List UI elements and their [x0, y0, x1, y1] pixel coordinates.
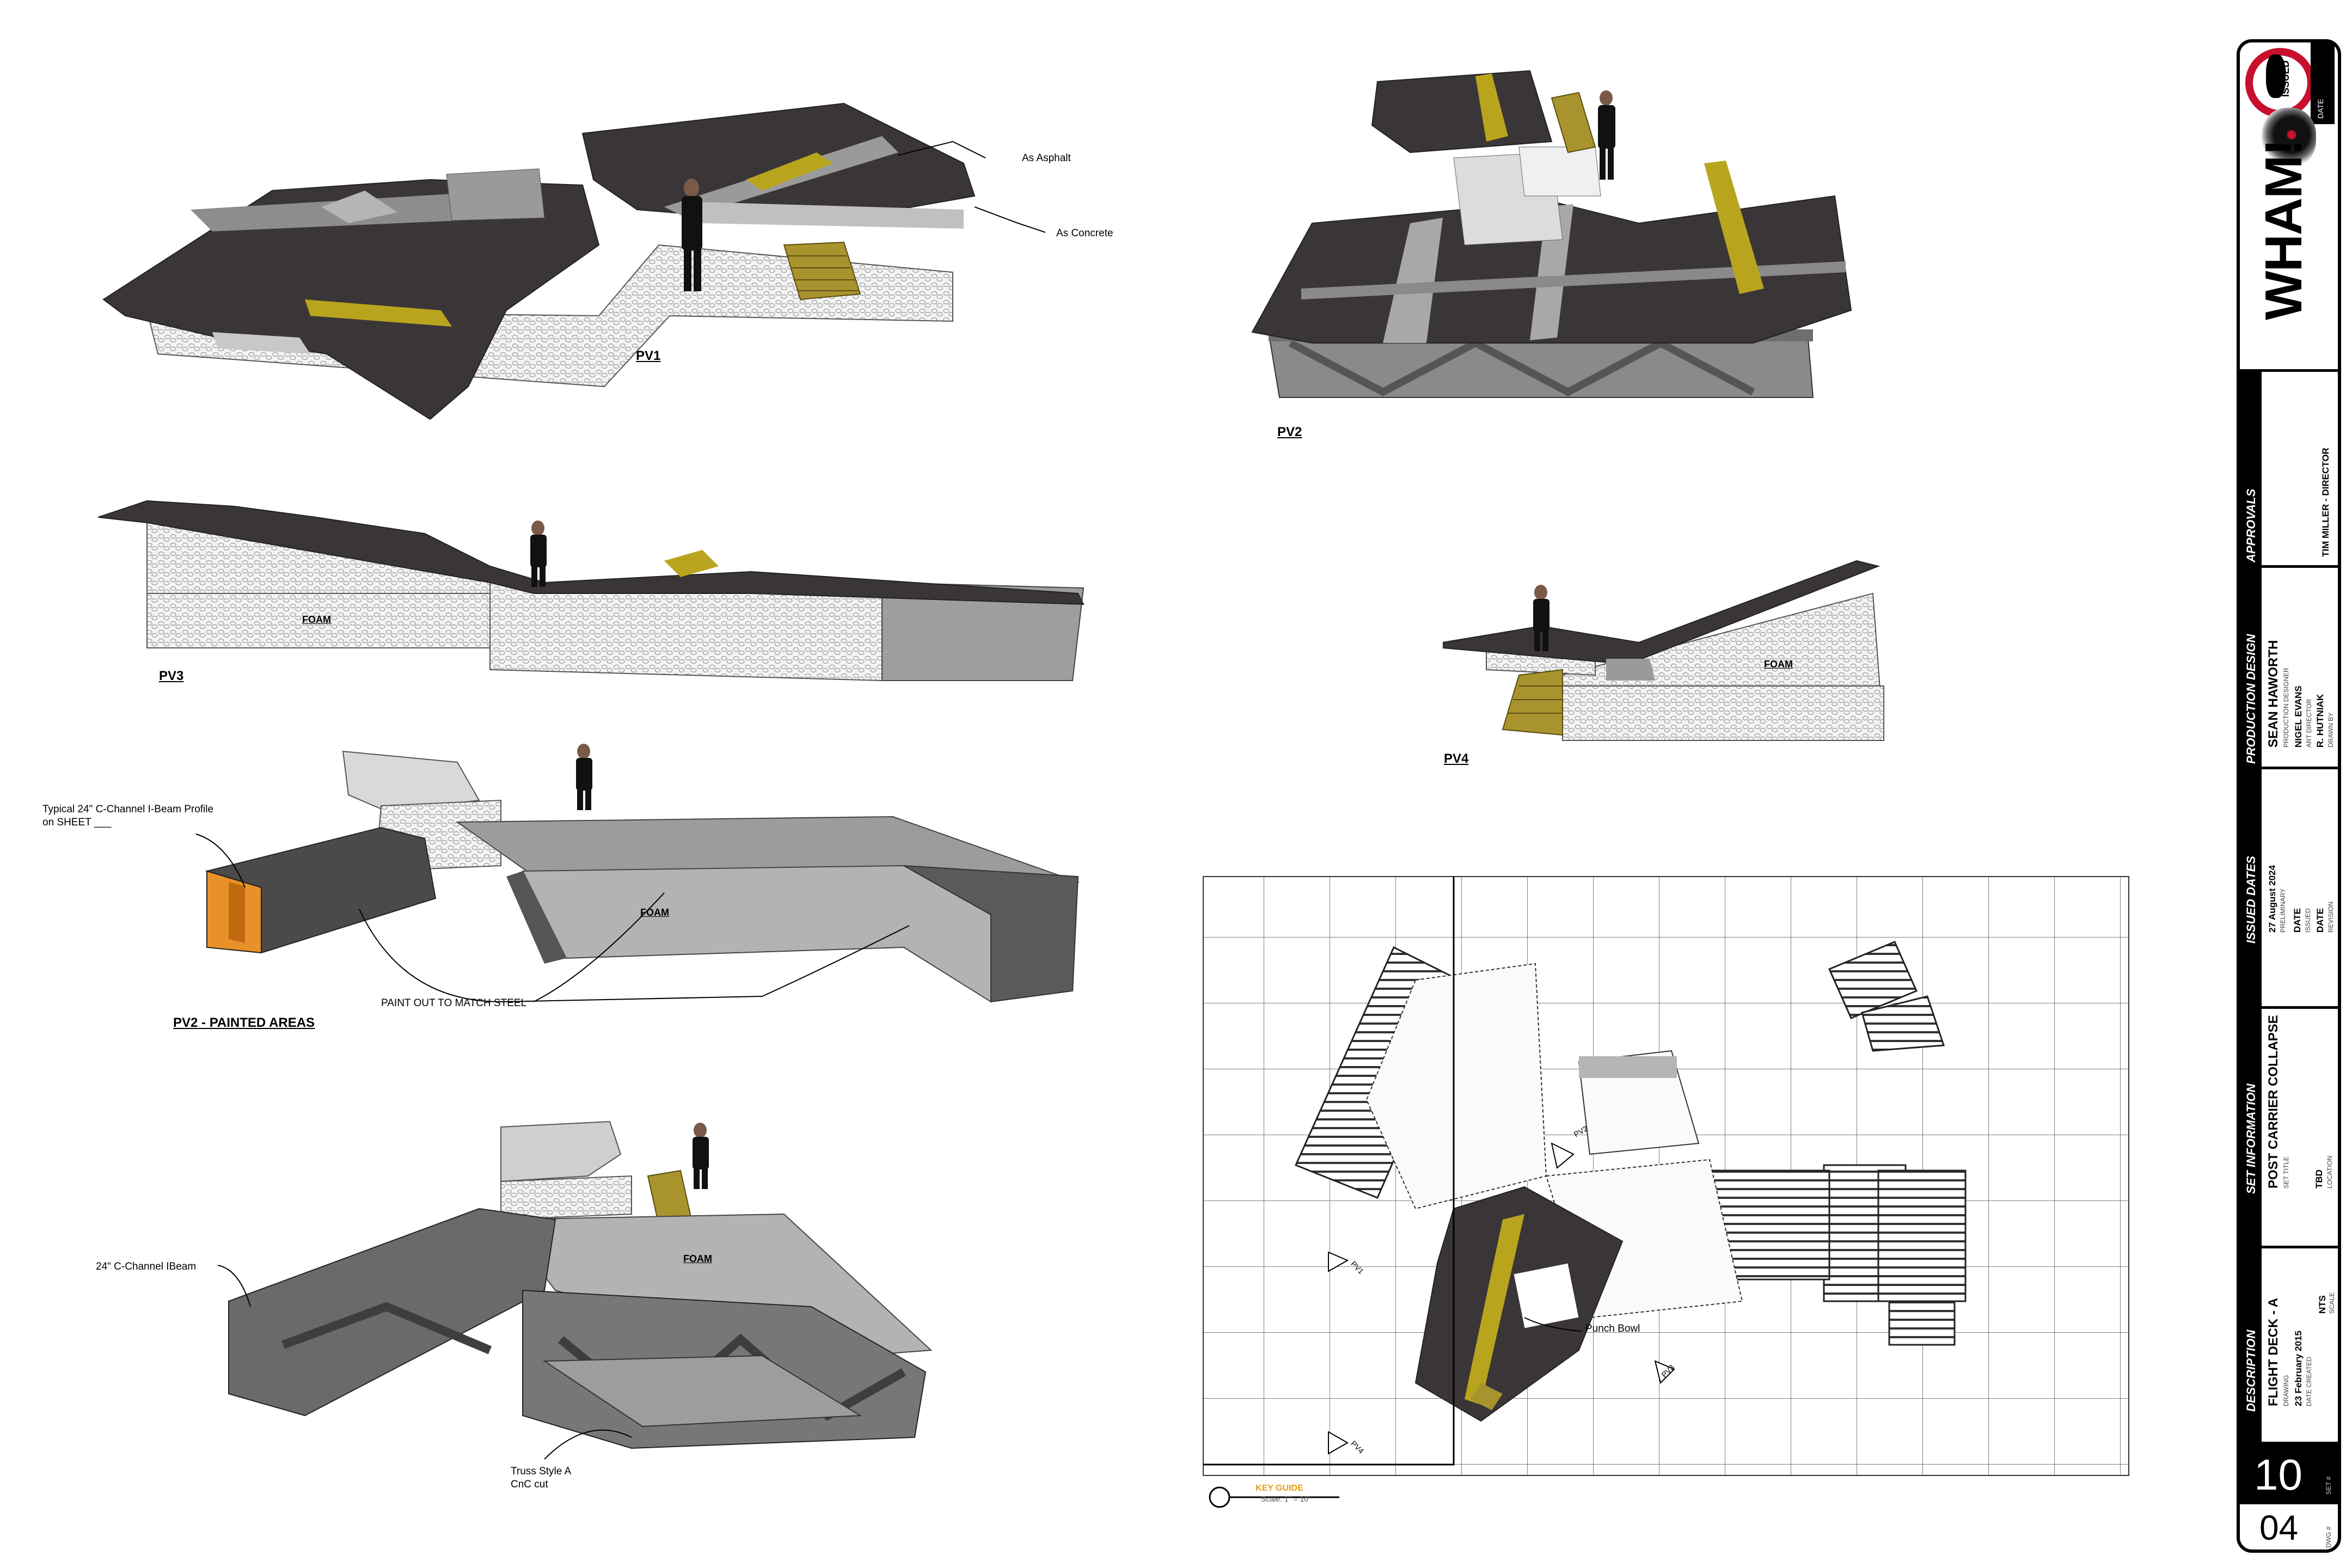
paint-note: PAINT OUT TO MATCH STEEL: [381, 997, 527, 1009]
brand-logo: WHAM!: [2255, 139, 2313, 320]
ibeam-sheet-note: on SHEET ___: [42, 817, 112, 828]
pv1-title: PV1: [636, 348, 661, 363]
pv1-render: [102, 102, 1045, 420]
approvals-header: APPROVALS: [2244, 488, 2258, 562]
art-director-name: NIGEL EVANS: [2293, 685, 2304, 748]
description-header: DESCRIPTION: [2244, 1330, 2258, 1412]
scale-label: Scale: 1" = 10': [1261, 1494, 1310, 1503]
callout-concrete: As Concrete: [1056, 228, 1113, 239]
issued-dates-header: ISSUED DATES: [2244, 856, 2258, 944]
approvals-section: APPROVALS TIM MILLER - DIRECTOR: [2240, 369, 2338, 568]
punch-bowl-callout: Punch Bowl: [1585, 1323, 1640, 1334]
pv3-foam-label: FOAM: [302, 614, 331, 625]
director-name: TIM MILLER - DIRECTOR: [2320, 448, 2331, 557]
pv2-painted-render: [196, 744, 1080, 1003]
truss-note-1: Truss Style A: [511, 1466, 572, 1477]
set-number-section: 10 SET #: [2240, 1442, 2338, 1504]
dwg-number-label: DWG #: [2325, 1526, 2332, 1548]
ibeam-note: 24" C-Channel IBeam: [96, 1261, 197, 1272]
date-label: DATE: [2316, 99, 2325, 119]
issued-date-3: DATE: [2315, 908, 2325, 933]
issued-date-1-label: PRELIMINARY: [2279, 888, 2287, 933]
designer-name: SEAN HAWORTH: [2266, 640, 2281, 748]
scale-value: NTS: [2317, 1295, 2328, 1314]
dwg-number: 04: [2259, 1508, 2299, 1547]
callout-asphalt: As Asphalt: [1022, 152, 1071, 164]
pv2-render: [1251, 70, 1852, 398]
drawing-title: FLIGHT DECK - A: [2266, 1297, 2281, 1406]
person-figure: [693, 1123, 709, 1189]
production-design-section: PRODUCTION DESIGN SEAN HAWORTH PRODUCTIO…: [2240, 565, 2338, 769]
drawing-label: DRAWING: [2282, 1375, 2290, 1406]
set-number-label: SET #: [2325, 1476, 2332, 1494]
issued-stamp: ISSUED: [2245, 48, 2315, 118]
person-figure: [576, 744, 592, 810]
art-director-role: ART DIRECTOR: [2305, 699, 2313, 748]
pv4-title: PV4: [1444, 751, 1469, 766]
date-created: 23 February 2015: [2293, 1331, 2304, 1406]
pv3-render: [98, 500, 1085, 682]
issued-date-1: 27 August 2024: [2267, 865, 2277, 933]
person-figure: [1598, 90, 1615, 180]
pv4-render: [1443, 560, 1885, 741]
title-block: ISSUED DATE WHAM! APPROVALS TIM MILLER -…: [2237, 39, 2341, 1553]
pv2-painted-foam-label: FOAM: [640, 907, 669, 918]
scale-label: SCALE: [2328, 1292, 2336, 1314]
ibeam-profile-note: Typical 24" C-Channel I-Beam Profile: [42, 804, 214, 815]
set-information-header: SET INFORMATION: [2244, 1083, 2258, 1194]
set-information-section: SET INFORMATION POST CARRIER COLLAPSE SE…: [2240, 1006, 2338, 1248]
production-design-header: PRODUCTION DESIGN: [2244, 634, 2258, 764]
frame-foam-label: FOAM: [683, 1253, 712, 1264]
description-section: DESCRIPTION FLIGHT DECK - A DRAWING 23 F…: [2240, 1246, 2338, 1444]
pv2-title: PV2: [1277, 425, 1302, 439]
person-figure: [530, 520, 547, 587]
dwg-number-section: 04 DWG #: [2240, 1502, 2338, 1549]
date-created-label: DATE CREATED: [2305, 1357, 2313, 1406]
person-figure: [1533, 585, 1549, 651]
brand-splatter-icon: [2262, 108, 2316, 168]
pv3-title: PV3: [159, 669, 184, 683]
set-title: POST CARRIER COLLAPSE: [2266, 1015, 2281, 1189]
issued-date-2-label: ISSUED: [2304, 908, 2312, 933]
truss-note-2: CnC cut: [511, 1479, 548, 1490]
pv2-painted-title: PV2 - PAINTED AREAS: [173, 1015, 315, 1030]
set-title-label: SET TITLE: [2282, 1156, 2290, 1189]
issued-date-2: DATE: [2292, 908, 2302, 933]
issued-date-3-label: REVISION: [2327, 901, 2335, 933]
set-number: 10: [2254, 1450, 2302, 1499]
key-guide-label: KEY GUIDE: [1255, 1484, 1303, 1493]
issued-text: ISSUED: [2280, 60, 2291, 97]
location-label: LOCATION: [2326, 1155, 2333, 1189]
location-value: TBD: [2314, 1169, 2324, 1189]
drafter-name: R. HUTNIAK: [2315, 694, 2325, 748]
person-figure: [682, 179, 702, 291]
issued-dates-section: ISSUED DATES 27 August 2024 PRELIMINARY …: [2240, 767, 2338, 1009]
plan-view: [1203, 876, 2129, 1508]
designer-role: PRODUCTION DESIGNER: [2282, 667, 2290, 748]
pv4-foam-label: FOAM: [1764, 659, 1793, 670]
drafter-role: DRAWN BY: [2327, 712, 2335, 748]
frame-render: [218, 1120, 933, 1460]
